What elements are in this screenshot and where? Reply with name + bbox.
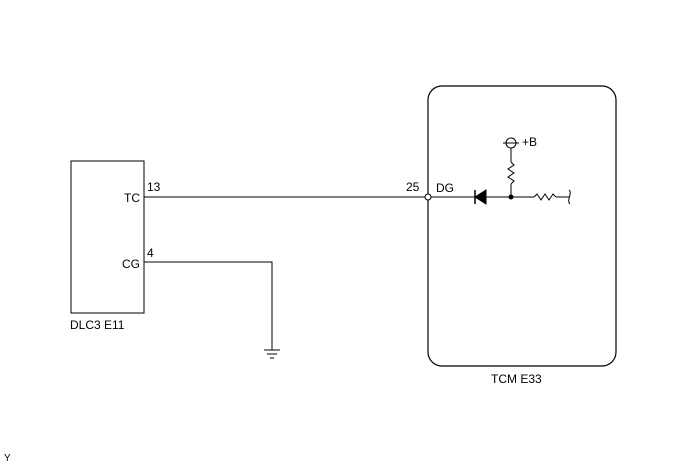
continuation-break-icon	[568, 189, 571, 205]
wire-cg-to-ground	[144, 261, 273, 350]
series-resistor-icon	[533, 193, 557, 201]
supply-label: +B	[522, 135, 537, 149]
tcm-ecu: 25 DG TCM E33	[406, 85, 617, 386]
dlc3-pin-tc-signal: TC	[124, 191, 140, 205]
dlc3-connector-name: DLC3 E11	[70, 318, 125, 332]
dlc3-pin-13-number: 13	[147, 180, 161, 194]
supply-terminal-icon	[503, 137, 519, 149]
diode-icon	[474, 189, 487, 205]
dlc3-connector-box	[70, 160, 145, 314]
dlc3-pin-cg-signal: CG	[122, 257, 140, 271]
tcm-ecu-name: TCM E33	[491, 372, 542, 386]
tcm-pin-dg-signal: DG	[436, 181, 454, 195]
corner-mark: Y	[4, 453, 11, 464]
terminal-circle-icon	[424, 193, 432, 201]
ground-icon	[264, 349, 280, 359]
dlc3-connector: TC 13 CG 4 DLC3 E11	[70, 160, 161, 332]
tcm-pin-25-number: 25	[406, 180, 420, 194]
tcm-ecu-box	[427, 85, 617, 367]
pullup-resistor-icon	[507, 148, 515, 197]
dlc3-pin-4-number: 4	[147, 246, 154, 260]
